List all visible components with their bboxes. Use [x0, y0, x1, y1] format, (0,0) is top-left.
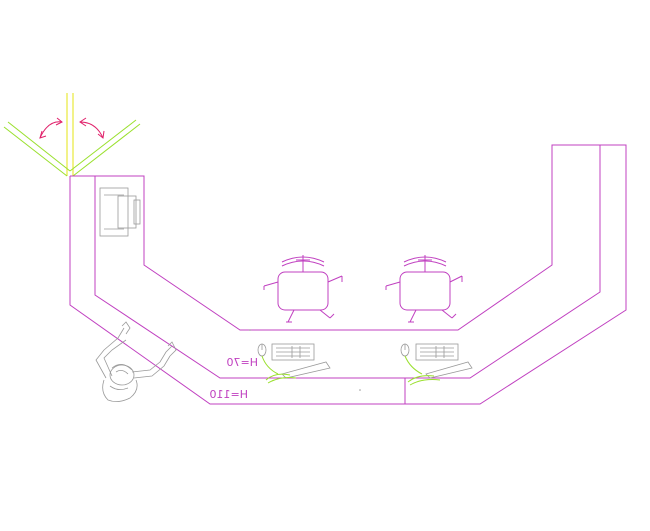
- grid-marks: [249, 329, 361, 391]
- person-icon: [95, 321, 177, 402]
- office-chair-icon: [263, 255, 343, 323]
- office-chair-icon: [385, 255, 463, 323]
- cable-icon: [261, 355, 297, 384]
- height-label-upper: H=70: [227, 356, 259, 369]
- keyboard-icon: [271, 343, 331, 379]
- mouse-icon: [257, 343, 267, 357]
- mouse-icon: [400, 343, 410, 357]
- height-label-lower: H=110: [210, 388, 248, 401]
- keyboard-icon: [415, 343, 473, 379]
- desk-outline: [69, 144, 627, 405]
- door-swing-icon: [3, 93, 141, 177]
- printer-icon: [99, 187, 141, 237]
- cable-icon: [404, 355, 441, 386]
